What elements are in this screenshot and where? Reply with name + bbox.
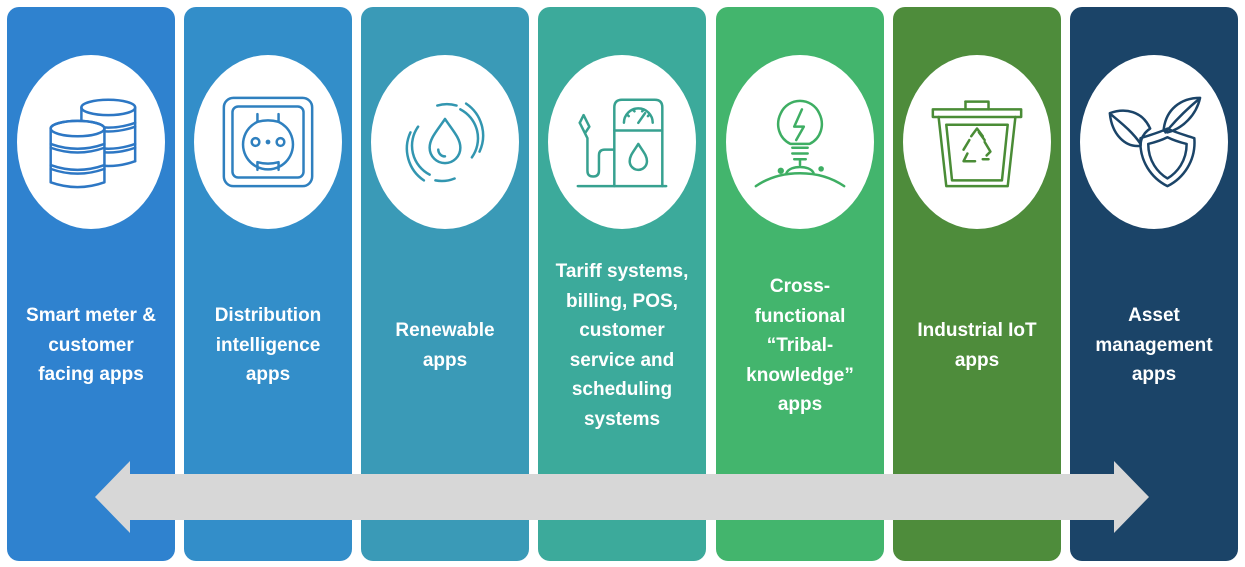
- label-line: apps: [245, 364, 291, 385]
- panel-smart-meter: Smart meter & customer facing apps: [7, 7, 175, 561]
- label-line: systems: [583, 408, 661, 430]
- label-line: knowledge”: [746, 364, 854, 386]
- label-line: apps: [422, 349, 468, 371]
- panel-tariff: Tariff systems, billing, POS, customer s…: [538, 7, 706, 561]
- lightbulb-sprout-icon: [754, 99, 846, 188]
- label-line: “Tribal-: [766, 335, 834, 356]
- oil-barrels-icon: [49, 98, 137, 189]
- panel-label: Renewable apps: [371, 316, 519, 375]
- icon-circle: [17, 55, 165, 229]
- icon-circle: [548, 55, 696, 229]
- panel-industrial-iot: Industrial IoT apps: [893, 7, 1061, 561]
- label-line: Industrial IoT: [917, 320, 1037, 341]
- label-line: management: [1095, 334, 1213, 356]
- label-line: Asset: [1128, 305, 1180, 326]
- label-line: customer: [48, 334, 134, 356]
- label-line: functional: [754, 305, 846, 327]
- label-line: Renewable: [395, 320, 495, 341]
- label-line: facing apps: [38, 364, 144, 385]
- water-drop-cycle-icon: [405, 102, 485, 183]
- label-line: apps: [1131, 364, 1177, 385]
- power-socket-icon: [222, 96, 314, 188]
- panel-label: Smart meter & customer facing apps: [17, 301, 165, 390]
- panel-distribution: Distribution intelligence apps: [184, 7, 352, 561]
- panel-cross-functional: Cross- functional “Tribal- knowledge” ap…: [716, 7, 884, 561]
- label-line: intelligence: [215, 334, 321, 356]
- label-line: apps: [777, 394, 823, 415]
- fuel-pump-icon: [576, 98, 668, 188]
- icon-circle: [1080, 55, 1228, 229]
- panel-label: Cross- functional “Tribal- knowledge” ap…: [726, 272, 874, 420]
- icon-circle: [903, 55, 1051, 229]
- panel-label: Asset management apps: [1080, 301, 1228, 390]
- icon-circle: [371, 55, 519, 229]
- panel-asset-management: Asset management apps: [1070, 7, 1238, 561]
- label-line: scheduling: [571, 379, 673, 400]
- label-line: Tariff systems,: [555, 261, 689, 282]
- leaf-shield-icon: [1108, 96, 1202, 188]
- label-line: service and: [569, 349, 675, 371]
- label-line: customer: [579, 320, 665, 341]
- panel-label: Industrial IoT apps: [903, 316, 1051, 375]
- recycle-bin-icon: [931, 100, 1023, 188]
- label-line: Smart meter &: [26, 305, 156, 326]
- label-line: apps: [954, 349, 1000, 371]
- label-line: Distribution: [214, 305, 322, 326]
- icon-circle: [194, 55, 342, 229]
- panel-renewable: Renewable apps: [361, 7, 529, 561]
- panel-label: Tariff systems, billing, POS, customer s…: [548, 257, 696, 434]
- label-line: Cross-: [769, 276, 831, 297]
- panel-label: Distribution intelligence apps: [194, 301, 342, 390]
- label-line: billing, POS,: [566, 290, 678, 312]
- icon-circle: [726, 55, 874, 229]
